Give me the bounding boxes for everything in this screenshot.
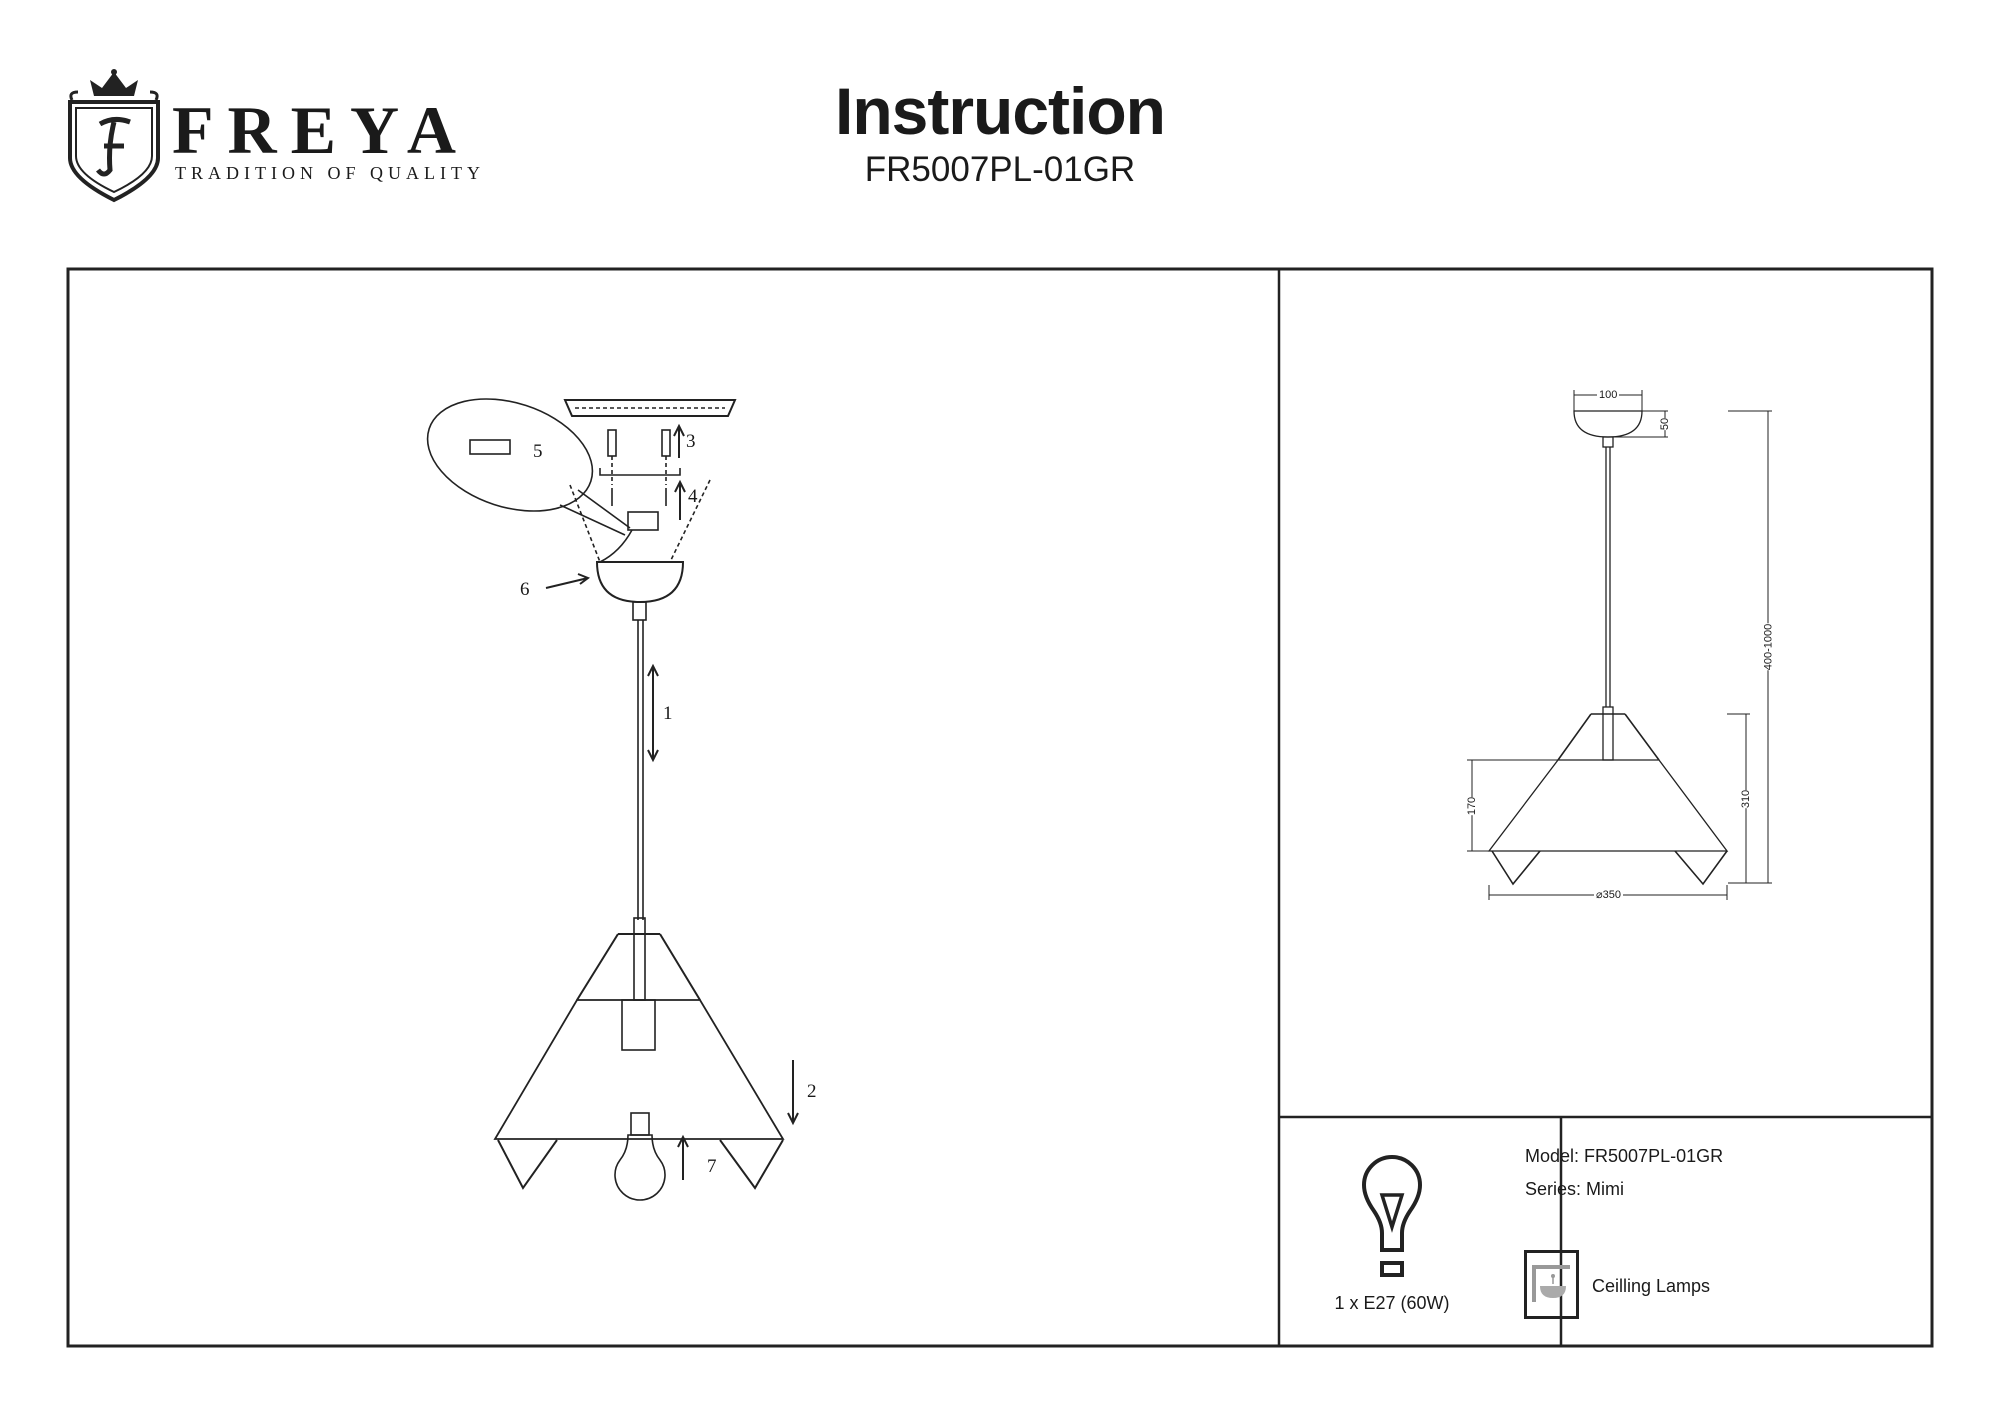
category-label: Ceilling Lamps: [1592, 1276, 1711, 1296]
page-title: Instruction: [835, 74, 1166, 148]
step-label-6: 6: [520, 579, 530, 600]
step-label-3: 3: [686, 431, 696, 452]
dim-overall-height: 400-1000: [1762, 623, 1775, 671]
model-code: FR5007PL-01GR: [864, 150, 1136, 189]
bulb-spec: 1 x E27 (60W): [1334, 1293, 1450, 1313]
step-label-2: 2: [807, 1081, 817, 1102]
ceiling-lamp-category-icon: [1524, 1250, 1579, 1319]
dim-shade-total-height: 310: [1740, 789, 1753, 809]
canopy: [595, 561, 685, 621]
bulb-icon: [1361, 1155, 1423, 1277]
magnifier-callout: [426, 398, 631, 536]
dowels-and-screws: [599, 429, 681, 506]
light-bulb: [614, 1112, 666, 1201]
step-label-4: 4: [688, 486, 698, 507]
brand-name: FREYA: [172, 92, 470, 168]
freya-emblem-logo: [68, 69, 160, 203]
step-label-5: 5: [533, 441, 543, 462]
step-arrows: [545, 423, 799, 1180]
step-label-1: 1: [663, 703, 673, 724]
ceiling-strip: [563, 399, 737, 417]
assembly-diagram: [426, 398, 799, 1201]
dim-canopy-diameter: 100: [1597, 389, 1620, 401]
step-label-7: 7: [707, 1156, 717, 1177]
series-label: Series: Mimi: [1525, 1179, 1625, 1199]
dim-shade-height: 170: [1466, 796, 1479, 816]
dim-shade-diameter: ⌀350: [1594, 889, 1623, 901]
lamp-shade: [493, 917, 785, 1190]
terminal-block: [627, 511, 659, 531]
brand-tagline: TRADITION OF QUALITY: [175, 163, 485, 183]
model-label: Model: FR5007PL-01GR: [1525, 1146, 1724, 1166]
dim-canopy-height: 50: [1659, 417, 1672, 431]
